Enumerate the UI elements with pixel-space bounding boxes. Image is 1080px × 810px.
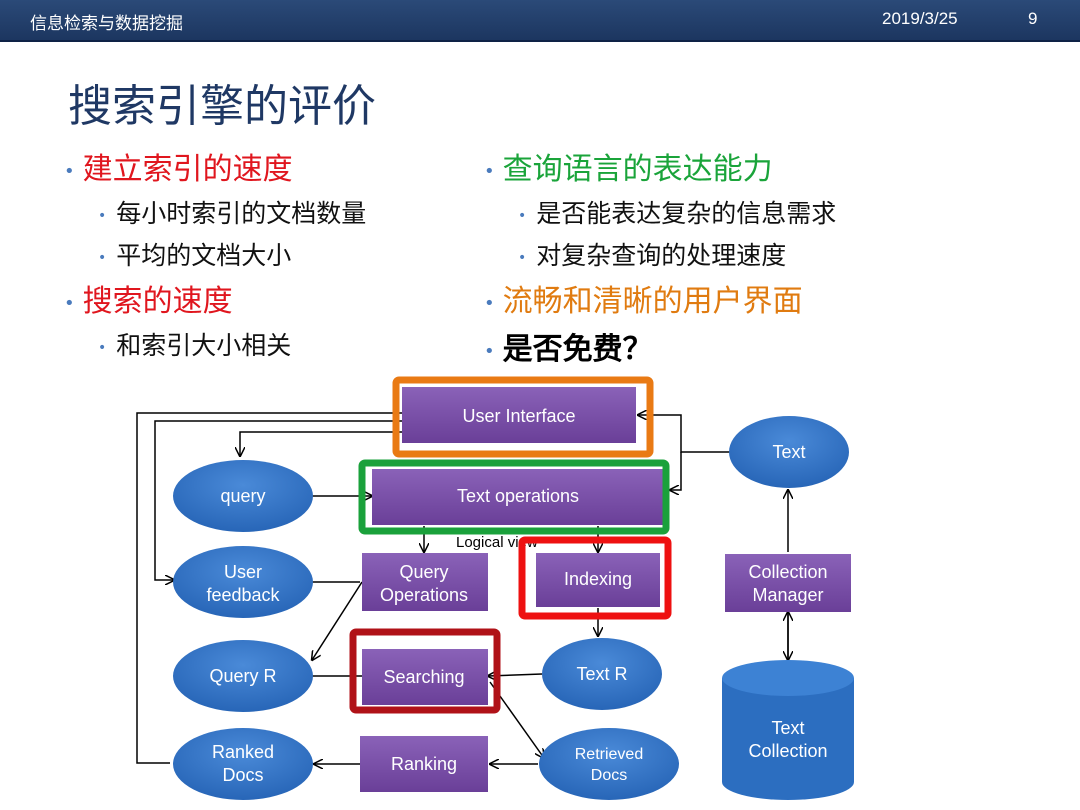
sub-bullet: •是否能表达复杂的信息需求 bbox=[518, 199, 837, 228]
text-label: Text bbox=[772, 442, 805, 462]
highlight-indexing bbox=[518, 536, 672, 620]
sub-bullet: •和索引大小相关 bbox=[98, 331, 292, 360]
edge-text-ui bbox=[638, 415, 730, 453]
ranked-docs-label-line2: Docs bbox=[222, 765, 263, 785]
bullet-user-interface: •流畅和清晰的用户界面 bbox=[484, 284, 803, 319]
cylinder-top bbox=[722, 660, 854, 696]
edge-ui-feedback bbox=[154, 420, 402, 580]
user-feedback-label-line1: User bbox=[224, 562, 262, 582]
searching-label: Searching bbox=[383, 667, 464, 687]
edge-text-textops bbox=[670, 452, 682, 490]
ranked-docs-node bbox=[173, 728, 313, 800]
retrieved-docs-label-line2: Docs bbox=[591, 767, 627, 784]
text-r-label: Text R bbox=[576, 664, 627, 684]
text-collection-cylinder: Text Collection bbox=[722, 660, 854, 800]
sub-bullet: •对复杂查询的处理速度 bbox=[518, 241, 787, 270]
query-label: query bbox=[220, 486, 265, 506]
searching-box bbox=[362, 649, 488, 705]
query-operations-label-line2: Operations bbox=[380, 585, 468, 605]
logical-view-label: Logical view bbox=[456, 534, 538, 551]
user-interface-label: User Interface bbox=[462, 406, 575, 426]
indexing-label: Indexing bbox=[564, 569, 632, 589]
bullet-dot-icon: • bbox=[518, 249, 527, 266]
bullet-dot-icon: • bbox=[484, 340, 495, 362]
text-collection-label-line1: Text bbox=[771, 718, 804, 738]
text-r-node bbox=[542, 638, 662, 710]
collection-manager-label-line1: Collection bbox=[748, 562, 827, 582]
retrieved-docs-label-line1: Retrieved bbox=[575, 746, 643, 763]
text-collection-label-line2: Collection bbox=[748, 741, 827, 761]
sub-bullet: •平均的文档大小 bbox=[98, 241, 292, 270]
highlight-user-interface bbox=[392, 376, 654, 458]
indexing-box bbox=[536, 553, 660, 607]
right-bullet-column: •查询语言的表达能力 •是否能表达复杂的信息需求 •对复杂查询的处理速度 •流畅… bbox=[484, 144, 836, 368]
course-title: 信息检索与数据挖掘 bbox=[30, 14, 183, 33]
ranked-docs-label-line1: Ranked bbox=[212, 742, 274, 762]
text-operations-label: Text operations bbox=[457, 486, 579, 506]
header-bar: 信息检索与数据挖掘 2019/3/25 9 bbox=[0, 0, 1080, 42]
user-feedback-label-line2: feedback bbox=[206, 585, 280, 605]
query-r-node bbox=[173, 640, 313, 712]
ranking-box bbox=[360, 736, 488, 792]
highlight-text-operations bbox=[358, 459, 670, 535]
edge-queryops-queryr bbox=[312, 581, 363, 660]
bullet-dot-icon: • bbox=[484, 160, 495, 182]
query-node bbox=[173, 460, 313, 532]
bullet-dot-icon: • bbox=[98, 249, 107, 266]
sub-bullet: •每小时索引的文档数量 bbox=[98, 199, 367, 228]
bullet-query-language: •查询语言的表达能力 bbox=[484, 152, 773, 187]
query-r-label: Query R bbox=[209, 666, 276, 686]
edge-ui-ranked-loop bbox=[136, 412, 402, 764]
slide-number: 9 bbox=[1028, 9, 1038, 28]
bullet-dot-icon: • bbox=[64, 292, 75, 314]
bullet-dot-icon: • bbox=[98, 339, 107, 356]
text-node bbox=[729, 416, 849, 488]
process-boxes: User Interface Text operations Query Ope… bbox=[360, 387, 851, 792]
left-bullet-column: •建立索引的速度 •每小时索引的文档数量 •平均的文档大小 •搜索的速度 •和索… bbox=[64, 144, 366, 362]
bullet-search-speed: •搜索的速度 bbox=[64, 284, 233, 319]
highlight-searching bbox=[349, 628, 501, 714]
query-operations-box bbox=[362, 553, 488, 611]
bullet-dot-icon: • bbox=[64, 160, 75, 182]
bullet-dot-icon: • bbox=[98, 207, 107, 224]
text-operations-box bbox=[372, 469, 664, 525]
data-ellipses: query User feedback Query R Ranked Docs … bbox=[173, 416, 849, 800]
collection-manager-box bbox=[725, 554, 851, 612]
query-operations-label-line1: Query bbox=[399, 562, 448, 582]
bullet-free: •是否免费？ bbox=[484, 332, 653, 367]
user-feedback-node bbox=[173, 546, 313, 618]
retrieved-docs-node bbox=[539, 728, 679, 800]
slide-date: 2019/3/25 bbox=[882, 9, 958, 28]
highlight-frames bbox=[349, 376, 672, 714]
edge-ui-query bbox=[240, 431, 402, 456]
user-interface-box bbox=[402, 387, 636, 443]
bullet-dot-icon: • bbox=[518, 207, 527, 224]
ranking-label: Ranking bbox=[391, 754, 457, 774]
slide-title: 搜索引擎的评价 bbox=[68, 81, 376, 132]
bullet-indexing-speed: •建立索引的速度 bbox=[64, 152, 293, 187]
collection-manager-label-line2: Manager bbox=[752, 585, 823, 605]
cylinder-body bbox=[722, 678, 854, 800]
bullet-dot-icon: • bbox=[484, 292, 495, 314]
